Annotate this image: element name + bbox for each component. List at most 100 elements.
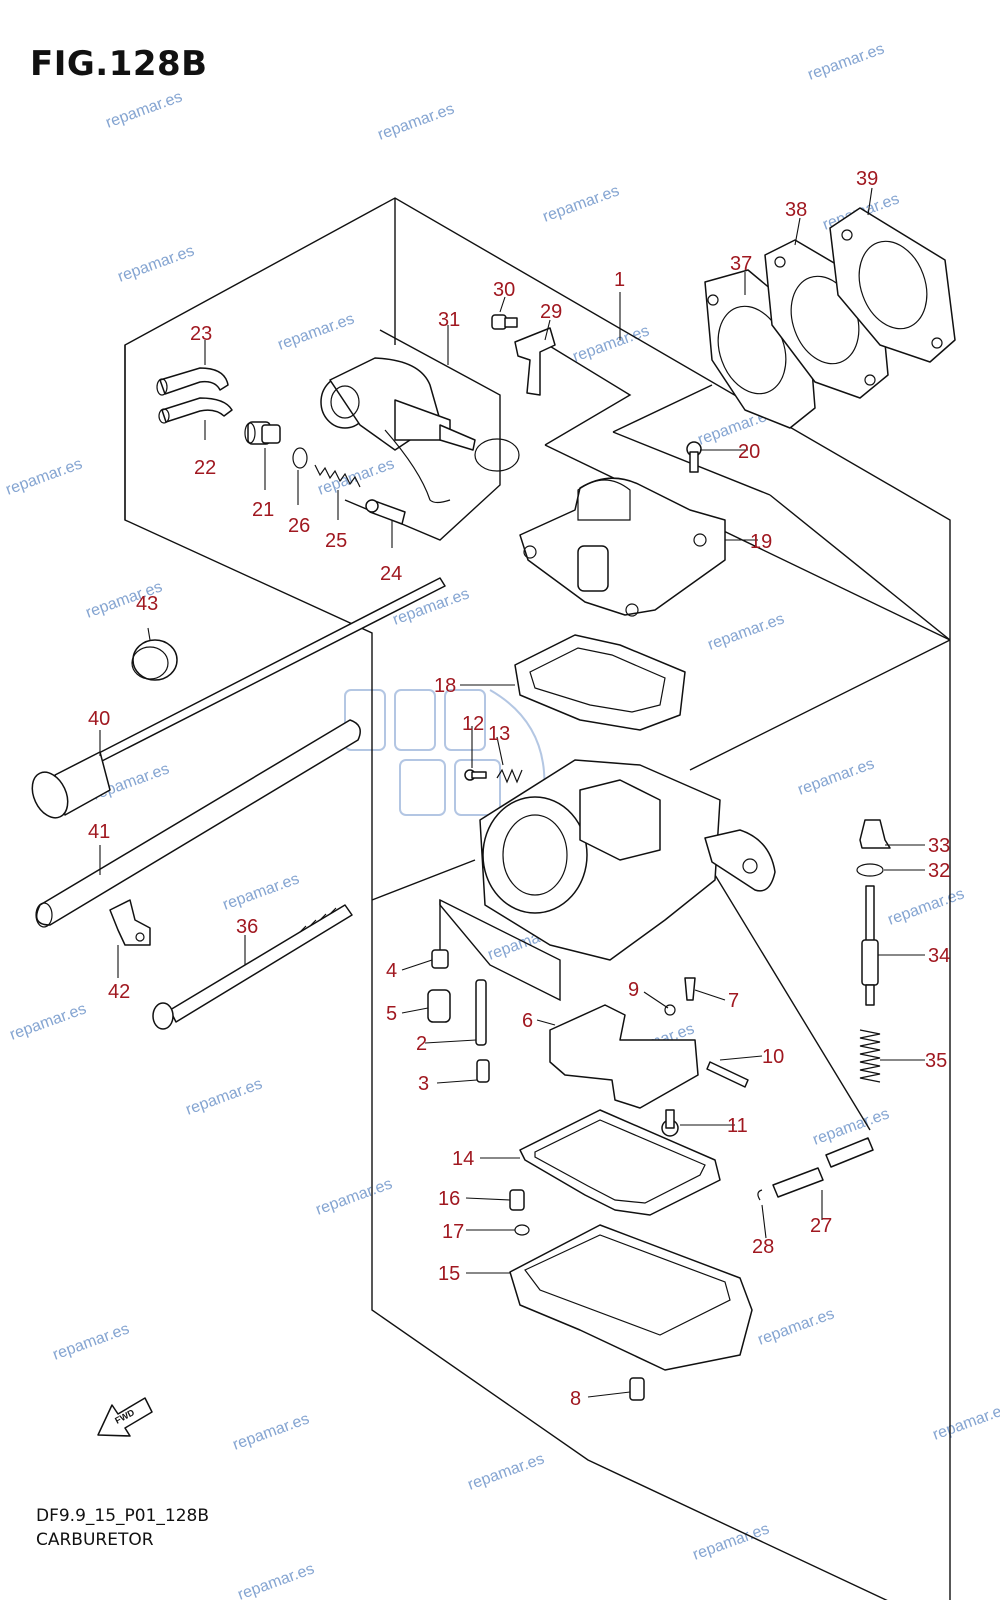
needle-34	[861, 885, 879, 1006]
figure-code: DF9.9_15_P01_128B	[36, 1506, 210, 1526]
watermark: repamar.es	[886, 885, 967, 928]
callout-17: 17	[442, 1221, 464, 1243]
pin-10	[706, 1061, 749, 1088]
gasket-14	[519, 1109, 721, 1216]
leader-lines	[99, 187, 925, 1398]
callout-35: 35	[925, 1050, 947, 1072]
choke-rod-40	[31, 577, 446, 819]
callout-4: 4	[386, 960, 397, 982]
callout-13: 13	[488, 723, 510, 745]
callout-23: 23	[190, 323, 212, 345]
callout-41: 41	[88, 821, 110, 843]
jet-3	[476, 1059, 490, 1083]
callout-43: 43	[136, 593, 158, 615]
callout-9: 9	[628, 979, 639, 1001]
callout-5: 5	[386, 1003, 397, 1025]
callout-38: 38	[785, 199, 807, 221]
callout-6: 6	[522, 1010, 533, 1032]
figure-name: CARBURETOR	[36, 1530, 154, 1550]
screw-12	[464, 769, 487, 781]
callout-10: 10	[762, 1046, 784, 1068]
gasket-18	[514, 634, 686, 731]
watermark: repamar.es	[931, 1400, 1000, 1443]
callout-28: 28	[752, 1236, 774, 1258]
watermark: repamar.es	[706, 610, 787, 653]
clip-32	[856, 863, 884, 877]
figure-title: FIG.128B	[30, 44, 208, 84]
cap-33	[859, 819, 891, 849]
callout-36: 36	[236, 916, 258, 938]
callout-21: 21	[252, 499, 274, 521]
callout-26: 26	[288, 515, 310, 537]
spring-25	[314, 464, 361, 488]
float-6	[549, 1004, 699, 1109]
screw-8	[629, 1377, 645, 1401]
callout-3: 3	[418, 1073, 429, 1095]
callout-25: 25	[325, 530, 347, 552]
bolt-36	[152, 904, 353, 1030]
clamp-42	[109, 899, 151, 946]
plunger-24	[365, 499, 406, 525]
screw-30	[491, 314, 518, 330]
callout-19: 19	[750, 531, 772, 553]
watermark: repamar.es	[806, 40, 887, 83]
oring-17	[514, 1224, 530, 1236]
callout-16: 16	[438, 1188, 460, 1210]
callout-31: 31	[438, 309, 460, 331]
callouts: 1 2 3 4 5 6 7 8 9 10 11 12 13 14 15 16 1…	[88, 168, 950, 1410]
fitting-21	[244, 421, 281, 445]
needle-valve-7	[684, 977, 696, 1001]
callout-32: 32	[928, 860, 950, 882]
watermark: repamar.es	[236, 1560, 317, 1600]
watermark: repamar.es	[221, 870, 302, 913]
watermark: repamar.es	[276, 310, 357, 353]
gasket-39	[829, 207, 956, 363]
callout-14: 14	[452, 1148, 474, 1170]
watermark: repamar.es	[184, 1075, 265, 1118]
float-bowl-15	[509, 1224, 753, 1371]
watermark: repamar.es	[466, 1450, 547, 1493]
callout-15: 15	[438, 1263, 460, 1285]
callout-42: 42	[108, 981, 130, 1003]
screw-20	[686, 441, 702, 473]
callout-18: 18	[434, 675, 456, 697]
callout-7: 7	[728, 990, 739, 1012]
callout-39: 39	[856, 168, 878, 190]
callout-27: 27	[810, 1215, 832, 1237]
elbow-23	[156, 367, 229, 396]
watermark: repamar.es	[316, 455, 397, 498]
watermark: repamar.es	[376, 100, 457, 143]
callout-40: 40	[88, 708, 110, 730]
callout-33: 33	[928, 835, 950, 857]
watermark: repamar.es	[8, 1000, 89, 1043]
callout-20: 20	[738, 441, 760, 463]
carb-body	[479, 759, 776, 961]
spring-35	[859, 1029, 881, 1083]
callout-37: 37	[730, 253, 752, 275]
callout-11: 11	[727, 1115, 748, 1137]
nozzle-2	[475, 979, 487, 1046]
watermark: repamar.es	[314, 1175, 395, 1218]
tube-27	[772, 1137, 874, 1198]
rod-41	[35, 719, 361, 928]
watermark: repamar.es	[104, 88, 185, 131]
clip-9	[664, 1004, 676, 1016]
fwd-arrow-icon: FWD	[97, 1397, 153, 1437]
elbow-22	[158, 397, 233, 424]
screw-16	[509, 1189, 525, 1211]
callout-24: 24	[380, 563, 402, 585]
cover-19	[519, 477, 726, 617]
callout-34: 34	[928, 945, 950, 967]
oring-26	[292, 447, 308, 469]
solenoid-31	[320, 357, 520, 504]
watermark: repamar.es	[541, 182, 622, 225]
spring-13	[496, 768, 523, 784]
callout-30: 30	[493, 279, 515, 301]
bracket-29	[514, 327, 556, 396]
clip-28	[757, 1189, 763, 1201]
callout-2: 2	[416, 1033, 427, 1055]
callout-29: 29	[540, 301, 562, 323]
callout-8: 8	[570, 1388, 581, 1410]
watermark: repamar.es	[756, 1305, 837, 1348]
